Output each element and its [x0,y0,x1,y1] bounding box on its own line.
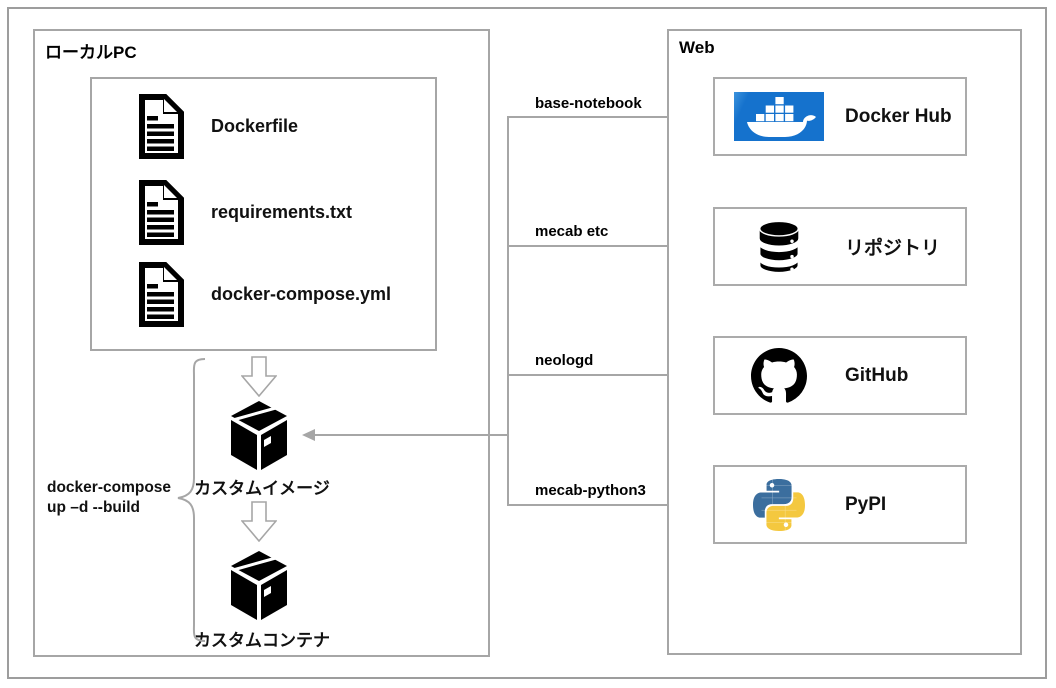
file-label: requirements.txt [211,202,353,222]
connector-line-base-notebook [507,116,713,118]
command-text: docker-compose up –d --build [47,478,171,518]
service-label: Docker Hub [845,105,952,127]
custom-container-label: カスタムコンテナ [194,631,330,650]
link-label-mecab-etc: mecab etc [535,223,609,240]
left-arrowhead-icon [302,429,315,441]
outer-frame [7,7,1047,679]
local-pc-title: ローカルPC [45,43,137,62]
service-box-github: GitHub [713,336,967,415]
brace-bracket [177,358,206,642]
docker-logo-icon [734,92,824,141]
custom-image-label: カスタムイメージ [194,479,330,498]
service-box-repository: リポジトリ [713,207,967,286]
link-label-mecab-python3: mecab-python3 [535,482,646,499]
document-icon [139,180,184,245]
service-label: GitHub [845,364,909,386]
service-box-pypi: PyPI [713,465,967,544]
github-logo-icon [751,347,807,403]
down-arrow-icon [241,501,277,542]
connector-line-neologd [507,374,713,376]
file-label: Dockerfile [211,116,299,136]
database-icon [758,220,800,273]
service-label: リポジトリ [845,238,941,259]
command-line-1: docker-compose [47,479,172,496]
link-label-neologd: neologd [535,352,594,369]
pypi-logo-icon [753,478,805,531]
connector-line-mecab-etc [507,245,713,247]
service-box-docker-hub: Docker Hub [713,77,967,156]
package-box-icon [231,551,287,620]
package-box-icon [231,401,287,470]
file-row: Dockerfile [136,93,298,160]
service-label: PyPI [845,493,887,515]
connector-line-mecab-python3 [507,504,713,506]
connector-vertical-line [507,116,509,506]
file-label: docker-compose.yml [211,284,392,304]
web-title: Web [679,38,715,57]
file-row: docker-compose.yml [136,261,391,328]
document-icon [139,262,184,327]
file-row: requirements.txt [136,179,352,246]
pull-arrow-line [314,434,509,436]
document-icon [139,94,184,159]
link-label-base-notebook: base-notebook [535,95,642,112]
docker-whale-icon [747,96,816,137]
command-line-2: up –d --build [47,499,140,516]
down-arrow-icon [241,356,277,397]
